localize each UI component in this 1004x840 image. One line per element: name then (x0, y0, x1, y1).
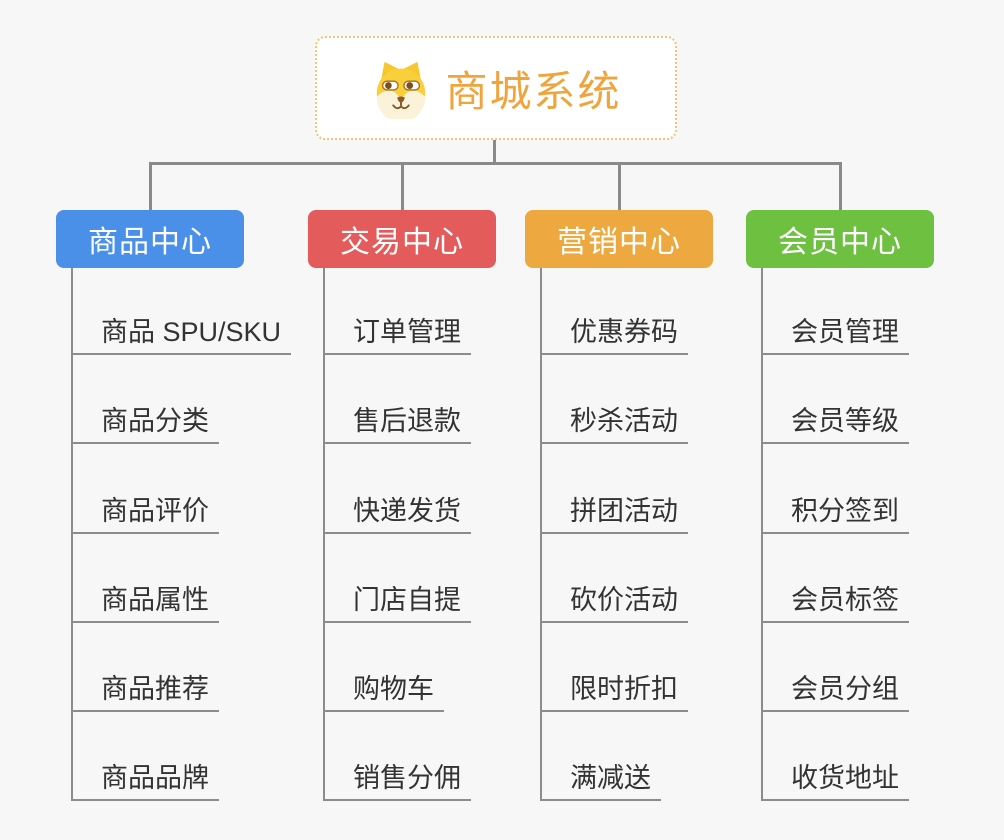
branch-trunk-line (71, 268, 73, 801)
branch-item-product-center-1[interactable]: 商品分类 (71, 403, 219, 444)
branch-item-product-center-5[interactable]: 商品品牌 (71, 760, 219, 801)
branch-trunk-line (761, 268, 763, 801)
branch-item-label: 快递发货 (353, 496, 461, 526)
connector-drop (401, 162, 404, 210)
branch-item-label: 商品属性 (101, 585, 209, 615)
branch-label: 商品中心 (88, 226, 212, 259)
branch-item-label: 满减送 (570, 763, 651, 793)
branch-item-product-center-0[interactable]: 商品 SPU/SKU (71, 314, 292, 355)
branch-item-member-center-2[interactable]: 积分签到 (761, 493, 909, 534)
branch-item-member-center-5[interactable]: 收货地址 (761, 760, 909, 801)
branch-label: 会员中心 (778, 226, 902, 259)
branch-box-marketing-center[interactable]: 营销中心 (525, 210, 713, 268)
branch-item-label: 商品评价 (101, 496, 209, 526)
branch-box-member-center[interactable]: 会员中心 (746, 210, 934, 268)
branch-item-label: 积分签到 (791, 496, 899, 526)
branch-item-label: 收货地址 (791, 763, 899, 793)
branch-item-marketing-center-1[interactable]: 秒杀活动 (540, 403, 688, 444)
branch-trunk-line (540, 268, 542, 801)
branch-item-label: 销售分佣 (353, 763, 461, 793)
branch-item-label: 砍价活动 (570, 585, 678, 615)
branch-item-trade-center-1[interactable]: 售后退款 (323, 403, 471, 444)
branch-item-label: 优惠券码 (570, 317, 678, 347)
branch-item-label: 会员管理 (791, 317, 899, 347)
branch-item-label: 商品品牌 (101, 763, 209, 793)
branch-item-label: 限时折扣 (570, 674, 678, 704)
branch-label: 营销中心 (557, 226, 681, 259)
branch-box-product-center[interactable]: 商品中心 (56, 210, 244, 268)
branch-item-label: 商品 SPU/SKU (101, 317, 282, 347)
branch-item-product-center-3[interactable]: 商品属性 (71, 582, 219, 623)
branch-item-label: 售后退款 (353, 406, 461, 436)
branch-item-trade-center-3[interactable]: 门店自提 (323, 582, 471, 623)
connector-drop (149, 162, 152, 210)
branch-label: 交易中心 (340, 226, 464, 259)
branch-trunk-line (323, 268, 325, 801)
branch-item-member-center-4[interactable]: 会员分组 (761, 671, 909, 712)
branch-item-label: 会员分组 (791, 674, 899, 704)
branch-item-label: 会员等级 (791, 406, 899, 436)
branch-item-product-center-2[interactable]: 商品评价 (71, 493, 219, 534)
root-node[interactable]: 商城系统 (315, 36, 677, 140)
branch-item-label: 商品分类 (101, 406, 209, 436)
connector-rail (149, 162, 840, 165)
branch-item-label: 商品推荐 (101, 674, 209, 704)
dog-face-icon (377, 61, 426, 119)
branch-item-label: 拼团活动 (570, 496, 678, 526)
connector-drop (839, 162, 842, 210)
branch-item-member-center-0[interactable]: 会员管理 (761, 314, 909, 355)
branch-item-label: 秒杀活动 (570, 406, 678, 436)
connector-stem (493, 140, 496, 165)
branch-item-member-center-1[interactable]: 会员等级 (761, 403, 909, 444)
branch-item-trade-center-4[interactable]: 购物车 (323, 671, 444, 712)
branch-item-label: 会员标签 (791, 585, 899, 615)
branch-item-marketing-center-0[interactable]: 优惠券码 (540, 314, 688, 355)
branch-item-marketing-center-4[interactable]: 限时折扣 (540, 671, 688, 712)
root-title: 商城系统 (445, 67, 622, 115)
branch-item-marketing-center-3[interactable]: 砍价活动 (540, 582, 688, 623)
branch-item-label: 订单管理 (353, 317, 461, 347)
branch-item-trade-center-2[interactable]: 快递发货 (323, 493, 471, 534)
branch-box-trade-center[interactable]: 交易中心 (308, 210, 496, 268)
connector-drop (618, 162, 621, 210)
branch-item-marketing-center-5[interactable]: 满减送 (540, 760, 661, 801)
branch-item-marketing-center-2[interactable]: 拼团活动 (540, 493, 688, 534)
branch-item-member-center-3[interactable]: 会员标签 (761, 582, 909, 623)
branch-item-trade-center-0[interactable]: 订单管理 (323, 314, 471, 355)
branch-item-product-center-4[interactable]: 商品推荐 (71, 671, 219, 712)
branch-item-trade-center-5[interactable]: 销售分佣 (323, 760, 471, 801)
branch-item-label: 购物车 (353, 674, 434, 704)
branch-item-label: 门店自提 (353, 585, 461, 615)
